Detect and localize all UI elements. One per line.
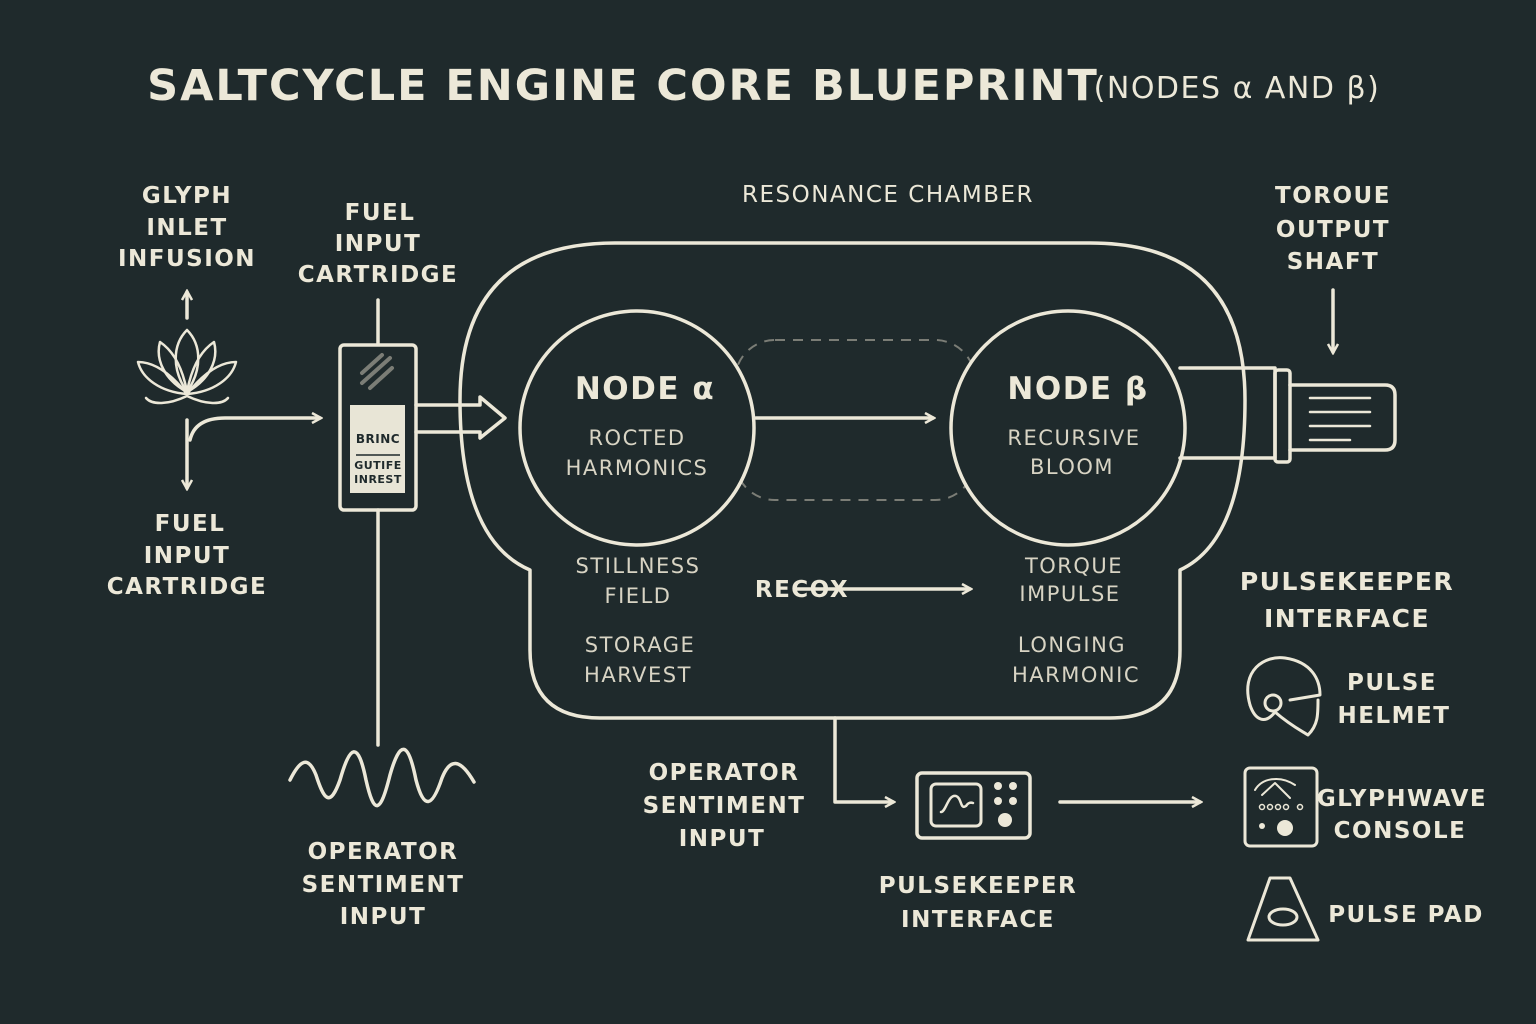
svg-text:NODE β: NODE β — [1007, 371, 1148, 407]
glyph-inlet-label: GLYPH INLET INFUSION — [118, 183, 256, 272]
arrow-to-cartridge — [188, 418, 320, 442]
svg-text:PULSEKEEPER: PULSEKEEPER — [879, 873, 1078, 899]
svg-text:INPUT: INPUT — [335, 231, 422, 257]
svg-text:FUEL: FUEL — [155, 511, 226, 537]
svg-text:CARTRIDGE: CARTRIDGE — [107, 574, 268, 600]
svg-text:GUTIFE: GUTIFE — [354, 459, 402, 472]
cartridge-output-arrow — [414, 395, 507, 440]
diagram-title-suffix: (NODES α AND β) — [1094, 71, 1381, 106]
svg-text:GLYPHWAVE: GLYPHWAVE — [1317, 786, 1487, 812]
svg-text:OPERATOR: OPERATOR — [649, 760, 800, 786]
svg-text:HARVEST: HARVEST — [584, 663, 692, 687]
node-alpha: NODE α ROCTED HARMONICS — [518, 309, 756, 547]
svg-text:FIELD: FIELD — [605, 584, 672, 608]
svg-text:NODE α: NODE α — [575, 371, 715, 407]
chamber-title: RESONANCE CHAMBER — [742, 182, 1034, 208]
svg-text:BLOOM: BLOOM — [1030, 455, 1114, 479]
pulse-pad-label: PULSE PAD — [1328, 902, 1484, 928]
storage-harvest-label: STORAGE HARVEST — [584, 633, 695, 687]
svg-text:PULSEKEEPER: PULSEKEEPER — [1240, 567, 1454, 596]
svg-text:SENTIMENT: SENTIMENT — [302, 872, 465, 898]
helmet-icon — [1246, 656, 1322, 737]
svg-text:TORQUE: TORQUE — [1024, 554, 1123, 578]
svg-text:FUEL: FUEL — [345, 200, 416, 226]
lotus-icon — [136, 328, 238, 405]
svg-text:INLET: INLET — [146, 215, 227, 241]
svg-text:CONSOLE: CONSOLE — [1334, 818, 1467, 844]
pulse-helmet-label: PULSE HELMET — [1338, 670, 1451, 729]
coupling-field — [734, 339, 976, 501]
svg-text:HELMET: HELMET — [1338, 703, 1451, 729]
output-shaft — [1178, 366, 1397, 464]
glyphwave-console-label: GLYPHWAVE CONSOLE — [1317, 786, 1487, 844]
svg-text:HARMONICS: HARMONICS — [566, 456, 709, 480]
fuel-input-bottom-label: FUEL INPUT CARTRIDGE — [107, 511, 268, 600]
svg-text:INTERFACE: INTERFACE — [1264, 604, 1430, 633]
chamber-to-interface-arrow — [833, 716, 893, 802]
svg-text:PULSE: PULSE — [1347, 670, 1437, 696]
pulsekeeper-device-icon — [915, 771, 1032, 840]
svg-text:LONGING: LONGING — [1018, 633, 1126, 657]
longing-harmonic-label: LONGING HARMONIC — [1012, 633, 1140, 687]
svg-text:OUTPUT: OUTPUT — [1276, 217, 1390, 243]
svg-text:INPUT: INPUT — [679, 826, 766, 852]
stillness-field-label: STILLNESS FIELD — [576, 554, 701, 608]
svg-text:SHAFT: SHAFT — [1287, 249, 1380, 275]
torque-output-label: TOROUE OUTPUT SHAFT — [1275, 183, 1391, 275]
torque-impulse-label: TORQUE IMPULSE — [1019, 554, 1123, 606]
svg-text:INFUSION: INFUSION — [118, 246, 256, 272]
svg-text:RECURSIVE: RECURSIVE — [1007, 426, 1140, 450]
svg-text:STORAGE: STORAGE — [585, 633, 695, 657]
svg-text:IMPULSE: IMPULSE — [1019, 582, 1120, 606]
svg-text:HARMONIC: HARMONIC — [1012, 663, 1140, 687]
svg-text:INTERFACE: INTERFACE — [901, 907, 1055, 933]
pad-icon — [1246, 876, 1320, 942]
fuel-cartridge: BRINC GUTIFE INREST — [338, 343, 418, 512]
console-icon — [1243, 766, 1319, 848]
svg-text:SENTIMENT: SENTIMENT — [643, 793, 806, 819]
svg-text:ROCTED: ROCTED — [588, 426, 685, 450]
svg-text:GLYPH: GLYPH — [142, 183, 232, 209]
svg-text:CARTRIDGE: CARTRIDGE — [298, 262, 459, 288]
diagram-title: SALTCYCLE ENGINE CORE BLUEPRINT — [147, 61, 1099, 111]
operator-input-label-left: OPERATOR SENTIMENT INPUT — [302, 839, 465, 930]
operator-input-label-mid: OPERATOR SENTIMENT INPUT — [643, 760, 806, 852]
pulsekeeper-interface-label: PULSEKEEPER INTERFACE — [879, 873, 1078, 933]
svg-text:INPUT: INPUT — [340, 904, 427, 930]
svg-text:INREST: INREST — [354, 473, 402, 486]
svg-text:STILLNESS: STILLNESS — [576, 554, 701, 578]
svg-text:INPUT: INPUT — [144, 543, 231, 569]
resonance-chamber — [458, 241, 1247, 720]
node-beta: NODE β RECURSIVE BLOOM — [949, 309, 1187, 547]
fuel-input-top-label: FUEL INPUT CARTRIDGE — [298, 200, 459, 288]
svg-text:BRINC: BRINC — [356, 432, 400, 446]
svg-text:OPERATOR: OPERATOR — [308, 839, 459, 865]
sentiment-wave-icon — [288, 747, 476, 808]
panel-title: PULSEKEEPER INTERFACE — [1240, 567, 1454, 633]
svg-text:TOROUE: TOROUE — [1275, 183, 1391, 209]
